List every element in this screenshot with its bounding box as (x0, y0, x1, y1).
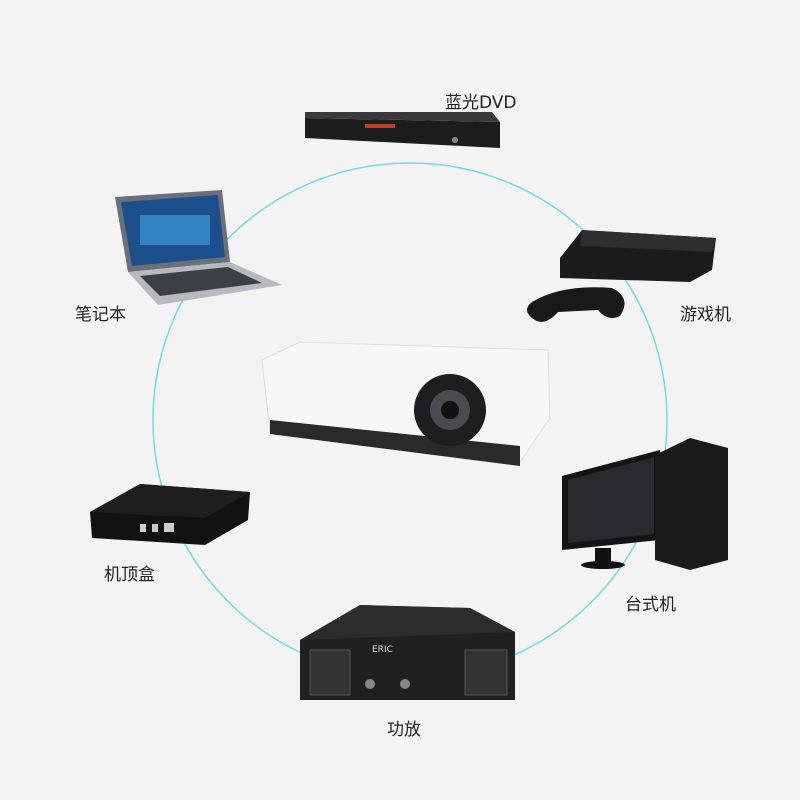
label-bluray-dvd: 蓝光DVD (445, 93, 517, 113)
label-amplifier: 功放 (387, 720, 421, 740)
label-laptop: 笔记本 (75, 305, 126, 325)
game-console-image (527, 230, 716, 322)
laptop-image (115, 190, 282, 305)
projector-image (261, 341, 551, 466)
label-desktop: 台式机 (625, 595, 676, 615)
desktop-computer-image (562, 438, 728, 570)
amplifier-image: ERIC (300, 605, 515, 700)
label-set-top-box: 机顶盒 (104, 565, 155, 585)
bluray-dvd-player-image (305, 112, 500, 148)
amplifier-brand-logo: ERIC (372, 645, 393, 655)
label-game-console: 游戏机 (680, 305, 731, 325)
set-top-box-image (90, 484, 250, 545)
